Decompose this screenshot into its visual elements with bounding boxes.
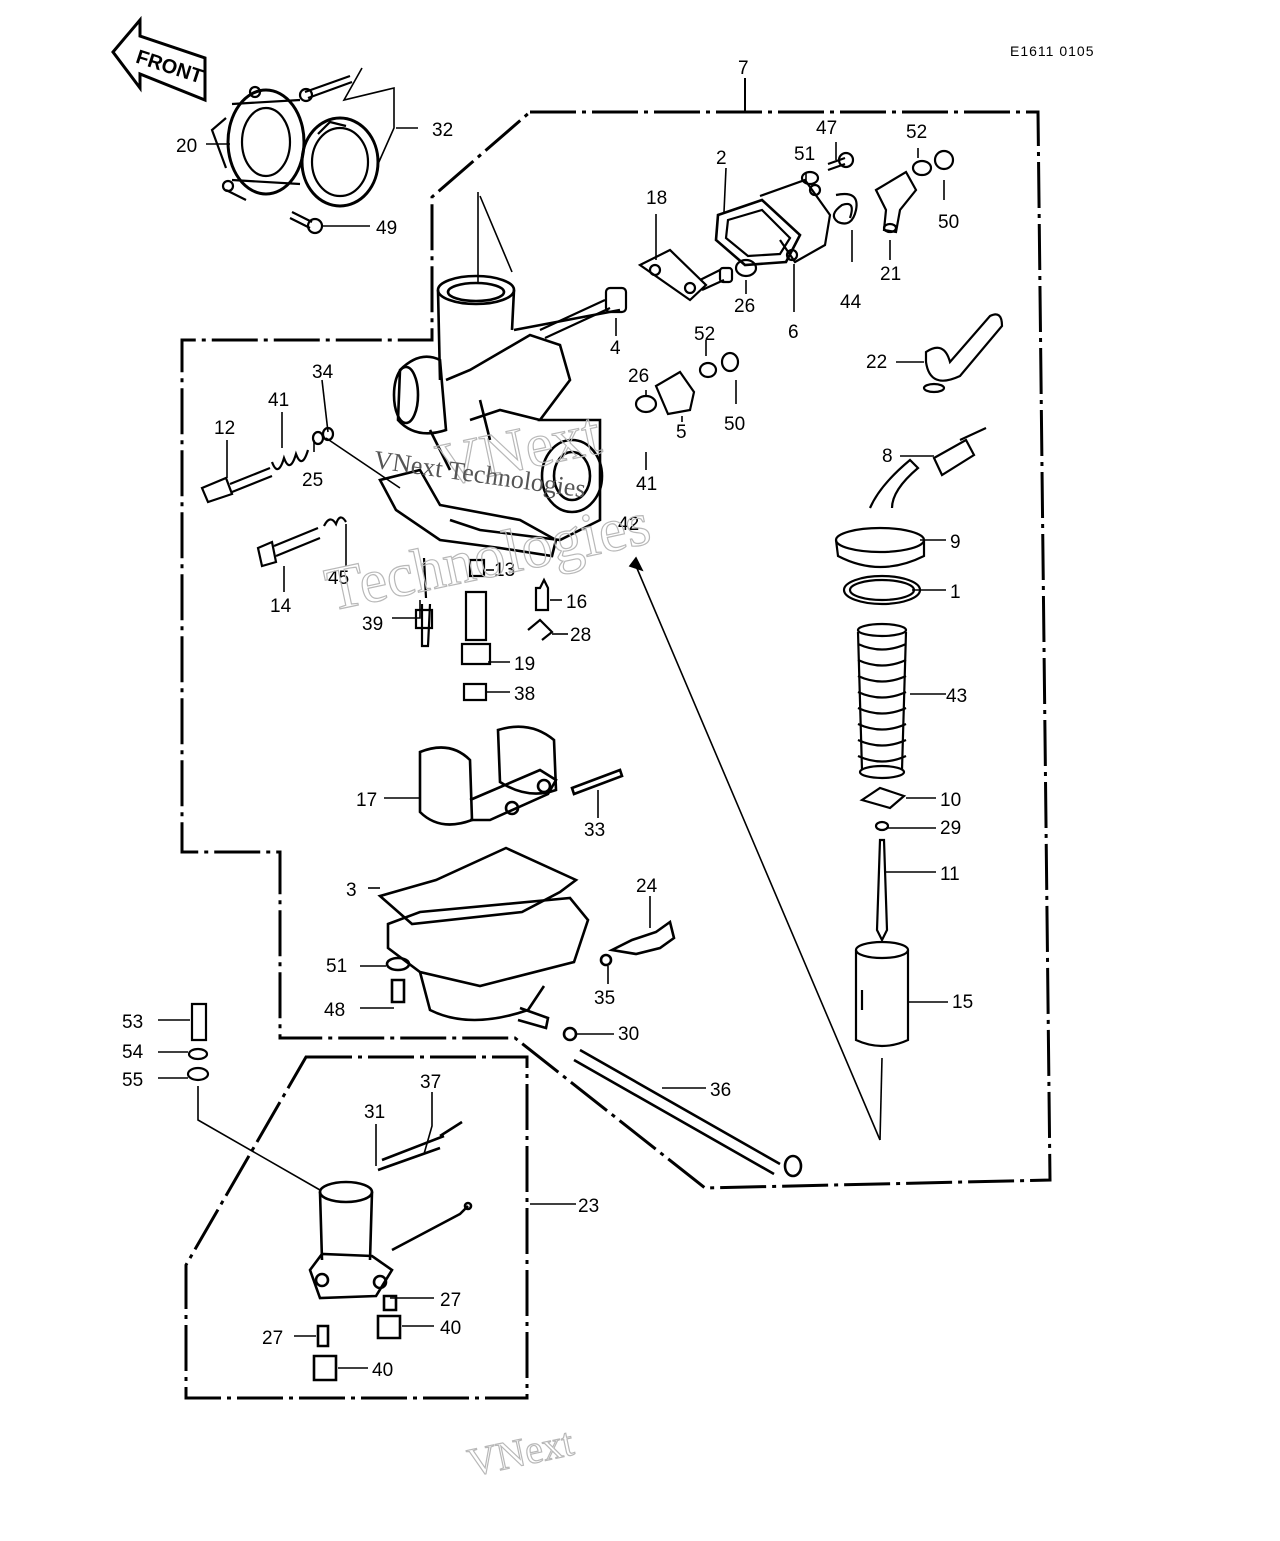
callout-40b: 40	[372, 1360, 393, 1381]
callout-18: 18	[646, 188, 667, 209]
callout-numbers: 7 47 52 51 2 18 32 20 49 50 21 44 26 6 4…	[122, 58, 973, 1381]
callout-4: 4	[610, 338, 621, 359]
callout-27: 27	[440, 1290, 461, 1311]
holder-screws	[289, 74, 353, 235]
fuel-pump	[308, 1120, 473, 1382]
callout-5: 5	[676, 422, 687, 443]
carburetor-body	[378, 274, 621, 558]
callout-27b: 27	[262, 1328, 283, 1349]
callout-19: 19	[514, 654, 535, 675]
callout-12: 12	[214, 418, 235, 439]
callout-35: 35	[594, 988, 615, 1009]
callout-23: 23	[578, 1196, 599, 1217]
throttle-linkage	[539, 178, 832, 339]
callout-51b: 51	[326, 956, 347, 977]
callout-50: 50	[938, 212, 959, 233]
callout-32: 32	[432, 120, 453, 141]
callout-34: 34	[312, 362, 334, 383]
callout-42: 42	[618, 514, 639, 535]
callout-17: 17	[356, 790, 377, 811]
callout-48: 48	[324, 1000, 345, 1021]
callout-45: 45	[328, 568, 349, 589]
callout-24: 24	[636, 876, 658, 897]
callout-55: 55	[122, 1070, 143, 1091]
callout-31: 31	[364, 1102, 385, 1123]
callout-1: 1	[950, 582, 961, 603]
callout-54: 54	[122, 1042, 144, 1063]
choke-bracket	[634, 351, 740, 416]
callout-39: 39	[362, 614, 383, 635]
callout-10: 10	[940, 790, 961, 811]
callout-36: 36	[710, 1080, 731, 1101]
callout-52b: 52	[694, 324, 715, 345]
callout-44: 44	[840, 292, 862, 313]
assembly-arrows	[197, 192, 883, 1191]
callout-21: 21	[880, 264, 901, 285]
cover-hardware	[800, 149, 955, 234]
callout-40: 40	[440, 1318, 461, 1339]
callout-16: 16	[566, 592, 587, 613]
callout-26: 26	[734, 296, 755, 317]
floats	[418, 725, 624, 826]
callout-8: 8	[882, 446, 893, 467]
callout-37: 37	[420, 1072, 441, 1093]
callout-29: 29	[940, 818, 961, 839]
slide-assembly	[834, 313, 1004, 1048]
callout-41: 41	[268, 390, 289, 411]
callout-26b: 26	[628, 366, 649, 387]
float-bowl	[377, 846, 803, 1178]
fuel-pump-boundary	[184, 1055, 529, 1400]
callout-9: 9	[950, 532, 961, 553]
callout-51: 51	[794, 144, 815, 165]
callout-43: 43	[946, 686, 967, 707]
adjust-screws	[200, 426, 434, 648]
parts-artwork	[186, 74, 1004, 1382]
callout-47: 47	[816, 118, 837, 139]
callout-15: 15	[952, 992, 973, 1013]
front-arrow-icon: FRONT	[111, 15, 207, 103]
main-assembly-boundary	[180, 110, 1052, 1190]
callout-41b: 41	[636, 474, 657, 495]
callout-20: 20	[176, 136, 197, 157]
callout-11: 11	[940, 864, 960, 885]
callout-53: 53	[122, 1012, 143, 1033]
jets	[460, 558, 554, 702]
bolts-washers	[186, 1002, 210, 1082]
carburetor-holder	[210, 85, 380, 208]
callout-22: 22	[866, 352, 887, 373]
callout-33: 33	[584, 820, 605, 841]
callout-30: 30	[618, 1024, 639, 1045]
callout-7: 7	[738, 58, 749, 79]
leader-lines	[158, 67, 948, 1369]
drawing-code: E1611 0105	[1010, 43, 1094, 59]
callout-38: 38	[514, 684, 535, 705]
watermark: VNext Technologies VNext Technologies VN…	[319, 399, 657, 1486]
callout-49: 49	[376, 218, 397, 239]
callout-6: 6	[788, 322, 799, 343]
callout-28: 28	[570, 625, 591, 646]
callout-2: 2	[716, 148, 727, 169]
callout-52: 52	[906, 122, 927, 143]
callout-3: 3	[346, 880, 357, 901]
callout-25: 25	[302, 470, 323, 491]
callout-50b: 50	[724, 414, 745, 435]
callout-14: 14	[270, 596, 292, 617]
callout-13: 13	[494, 560, 515, 581]
watermark-line-2: Technologies	[319, 490, 656, 625]
watermark-bottom: VNext	[464, 1419, 578, 1485]
